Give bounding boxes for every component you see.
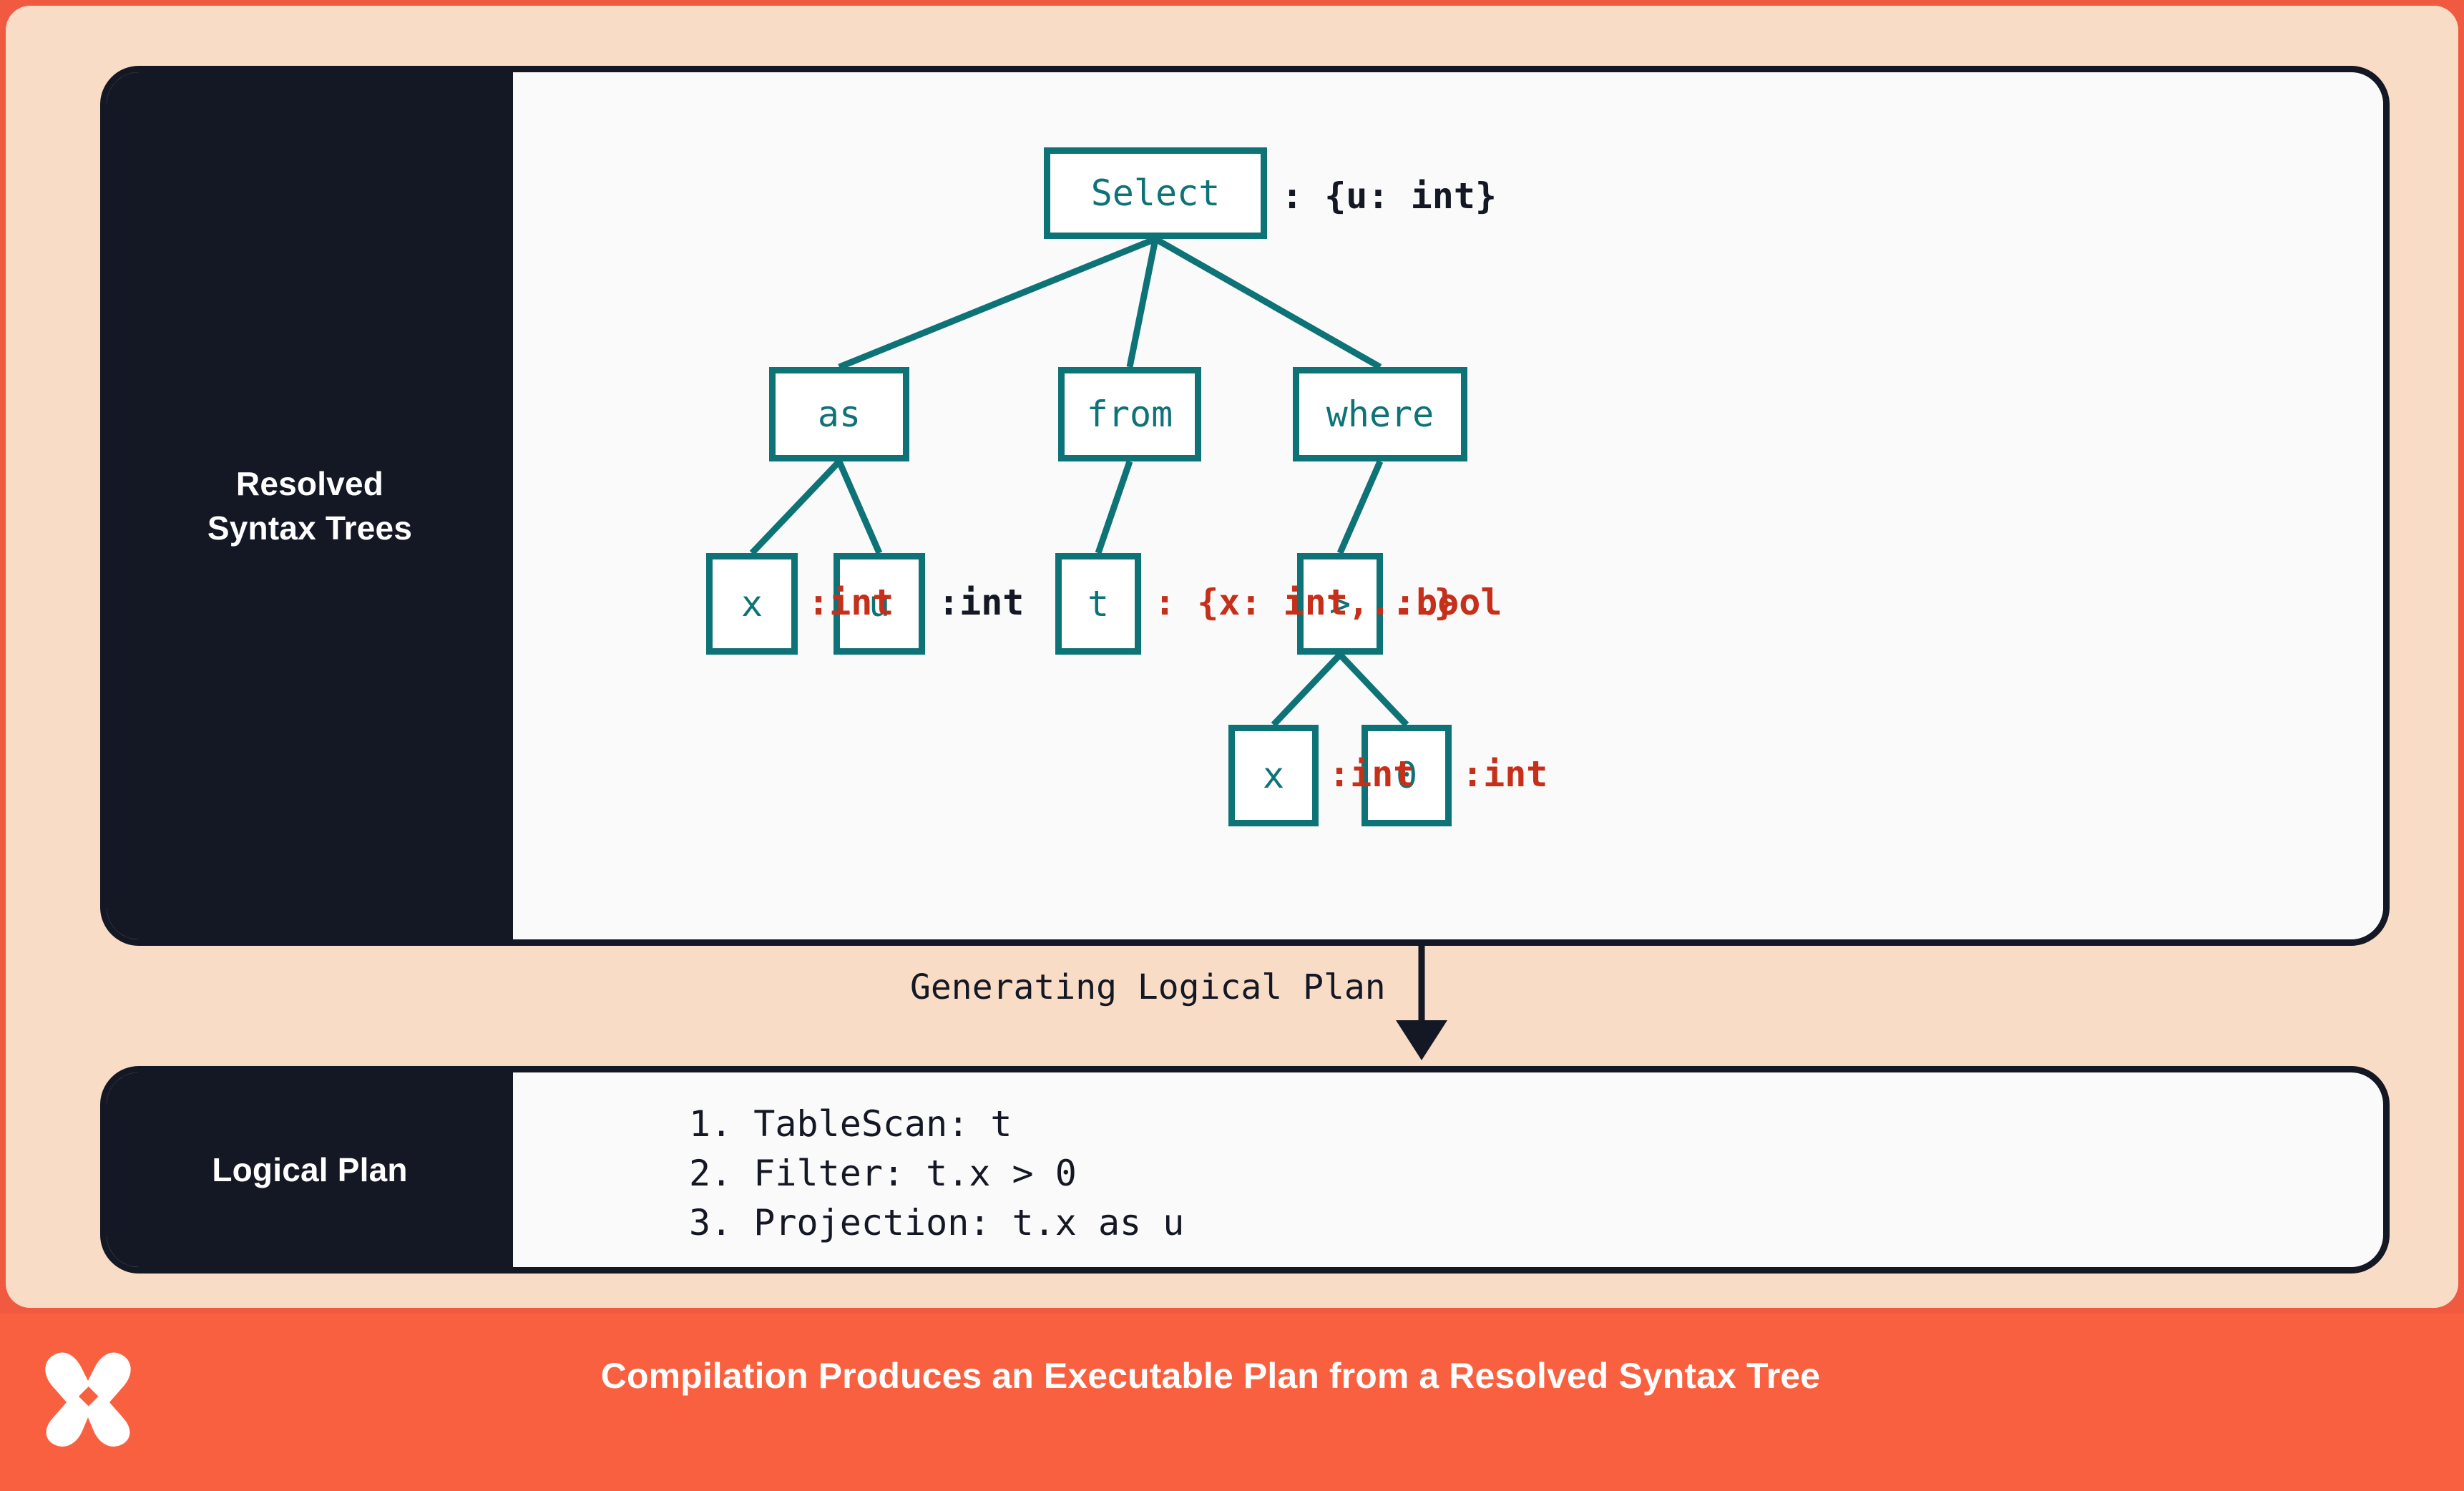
resolved-syntax-trees-title: Resolved Syntax Trees (207, 461, 412, 550)
tree-edge-select-to-as (838, 235, 1157, 371)
logical-plan-panel: Logical Plan 1. TableScan: t 2. Filter: t… (100, 1066, 2390, 1274)
logical-plan-step-2: 2. Filter: t.x > 0 (689, 1153, 1077, 1194)
tree-node-from[interactable]: from (1058, 367, 1201, 461)
resolved-syntax-trees-sidebar: Resolved Syntax Trees (107, 72, 513, 939)
tree-node-gt-x[interactable]: x (1228, 725, 1319, 826)
transition-arrow-label: Generating Logical Plan (910, 967, 1386, 1007)
tree-node-as-x[interactable]: x (706, 553, 798, 655)
logical-plan-step-1: 1. TableScan: t (689, 1103, 1012, 1145)
rst-title-line-1: Resolved (235, 464, 384, 502)
tree-edge-gt-to-gt-x (1271, 652, 1343, 728)
logical-plan-sidebar: Logical Plan (107, 1072, 513, 1267)
type-annotation-gt-x-type: :int (1329, 753, 1415, 795)
footer-bar: Compilation Produces an Executable Plan … (0, 1314, 2464, 1491)
tree-edge-select-to-from (1126, 238, 1159, 368)
tree-node-where[interactable]: where (1293, 367, 1467, 461)
tree-edge-select-to-where (1153, 236, 1382, 370)
transition-arrow-group (0, 946, 2464, 1060)
type-annotation-as-x-type: :int (808, 582, 894, 623)
tree-node-gt[interactable]: > (1297, 553, 1383, 655)
logical-plan-step-list: 1. TableScan: t 2. Filter: t.x > 0 3. Proj… (689, 1100, 2383, 1248)
type-annotation-gt-0-type: :int (1462, 753, 1548, 795)
tree-edges-svg (749, 235, 1409, 728)
x-mark-logo-icon (45, 1352, 131, 1447)
tree-node-select[interactable]: Select (1044, 147, 1267, 239)
type-annotation-gt-type: :bool (1394, 582, 1502, 623)
tree-edge-gt-to-gt-0 (1337, 652, 1409, 728)
tree-edge-as-to-as-u (836, 460, 883, 554)
tree-node-as[interactable]: as (769, 367, 909, 461)
tree-edge-where-to-gt (1336, 460, 1384, 554)
tree-node-gt-0[interactable]: 0 (1361, 725, 1452, 826)
tree-node-as-u[interactable]: u (833, 553, 925, 655)
logical-plan-step-3: 3. Projection: t.x as u (689, 1202, 1185, 1243)
type-annotation-as-u-type: :int (938, 582, 1025, 623)
tree-edge-from-to-from-t (1095, 460, 1133, 554)
logical-plan-body: 1. TableScan: t 2. Filter: t.x > 0 3. Proj… (513, 1072, 2383, 1267)
resolved-syntax-trees-panel: Resolved Syntax Trees Select as from where x… (100, 66, 2390, 946)
tree-edge-as-to-as-x (749, 459, 842, 556)
tree-node-from-t[interactable]: t (1055, 553, 1141, 655)
footer-caption: Compilation Produces an Executable Plan … (600, 1356, 1821, 1396)
rst-title-line-2: Syntax Trees (207, 509, 413, 547)
type-annotation-select-type: : {u: int} (1281, 175, 1497, 217)
transition-arrow-svg (1396, 946, 1447, 1060)
logical-plan-title: Logical Plan (212, 1151, 408, 1188)
type-annotation-from-t-type: : {x: int,...} (1154, 582, 1456, 623)
